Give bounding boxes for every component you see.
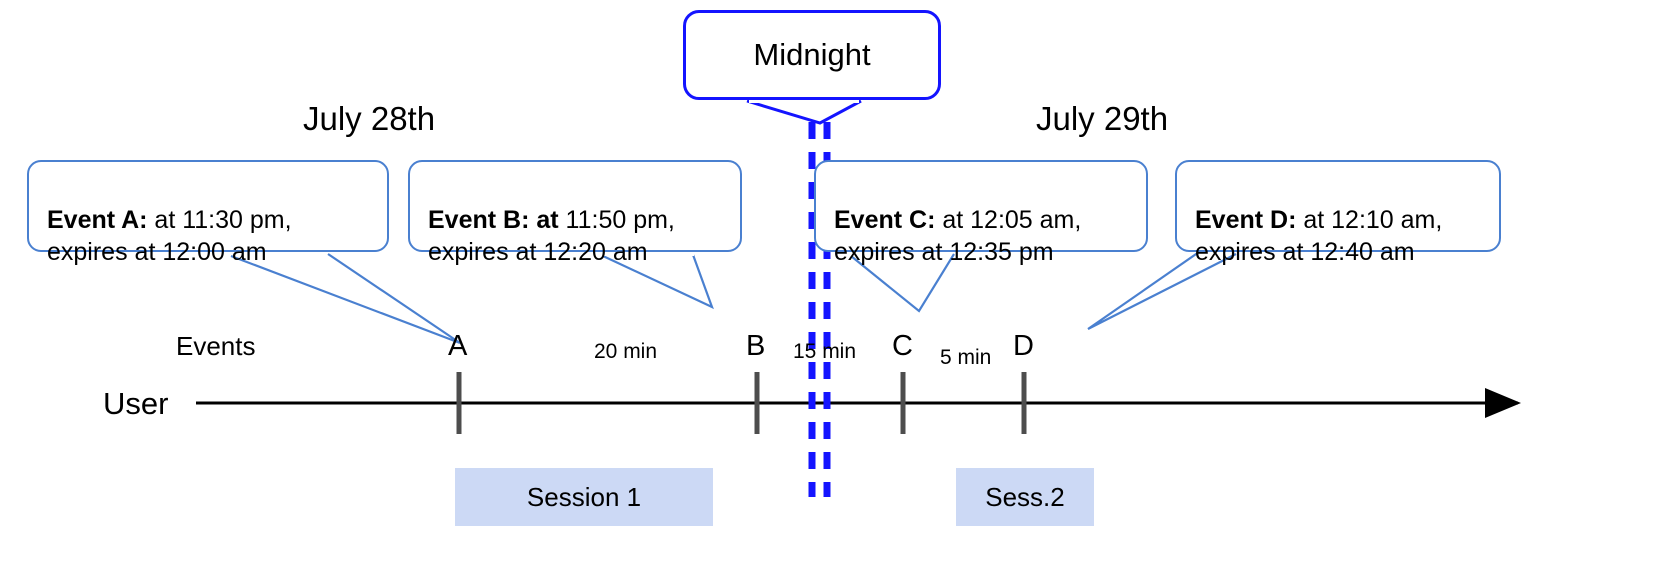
callout-event-b-title: Event B:	[428, 206, 530, 234]
marker-label-d: D	[1013, 330, 1034, 362]
callout-event-d-title: Event D:	[1195, 206, 1297, 234]
callout-event-c-line1: at 12:05 am,	[935, 206, 1082, 234]
session-2-label: Sess.2	[985, 481, 1065, 512]
marker-label-c: C	[892, 330, 913, 362]
date-label-left: July 28th	[303, 100, 436, 137]
callout-event-c: Event C: at 12:05 am, expires at 12:35 pm	[814, 160, 1148, 266]
leader-event-d	[1087, 251, 1237, 330]
callout-event-c-line2: expires at 12:35 pm	[834, 238, 1054, 266]
leader-event-b	[602, 251, 714, 310]
callout-event-b-line1: 11:50 pm,	[558, 206, 675, 234]
session-block-2: Sess.2	[956, 468, 1094, 526]
callout-event-d: Event D: at 12:10 am, expires at 12:40 am	[1175, 160, 1501, 266]
interval-label-bc: 15 min	[793, 340, 857, 363]
interval-label-ab: 20 min	[594, 340, 658, 363]
callout-event-b: Event B: at 11:50 pm, expires at 12:20 am	[408, 160, 742, 266]
callout-event-b-line2: expires at 12:20 am	[428, 238, 648, 266]
session-block-1: Session 1	[455, 468, 713, 526]
callout-event-d-line2: expires at 12:40 am	[1195, 238, 1415, 266]
callout-event-a-line2: expires at 12:00 am	[47, 238, 267, 266]
marker-label-b: B	[746, 330, 766, 362]
callout-event-b-title-extra: at	[529, 206, 559, 234]
callout-event-a-line1: at 11:30 pm,	[147, 206, 292, 234]
midnight-callout: Midnight	[683, 10, 941, 100]
session-1-label: Session 1	[526, 481, 642, 512]
interval-label-cd: 5 min	[940, 346, 992, 369]
user-row-label: User	[103, 386, 169, 421]
callout-event-d-line1: at 12:10 am,	[1296, 206, 1443, 234]
midnight-tail	[746, 99, 862, 125]
date-label-right: July 29th	[1036, 100, 1169, 137]
callout-event-a: Event A: at 11:30 pm, expires at 12:00 am	[27, 160, 389, 266]
callout-event-c-title: Event C:	[834, 206, 936, 234]
marker-label-a: A	[448, 330, 468, 362]
leader-event-c	[850, 253, 955, 313]
callout-event-a-title: Event A:	[47, 206, 148, 234]
leader-event-a	[230, 253, 461, 345]
events-row-label: Events	[176, 331, 256, 361]
midnight-label: Midnight	[753, 37, 871, 72]
